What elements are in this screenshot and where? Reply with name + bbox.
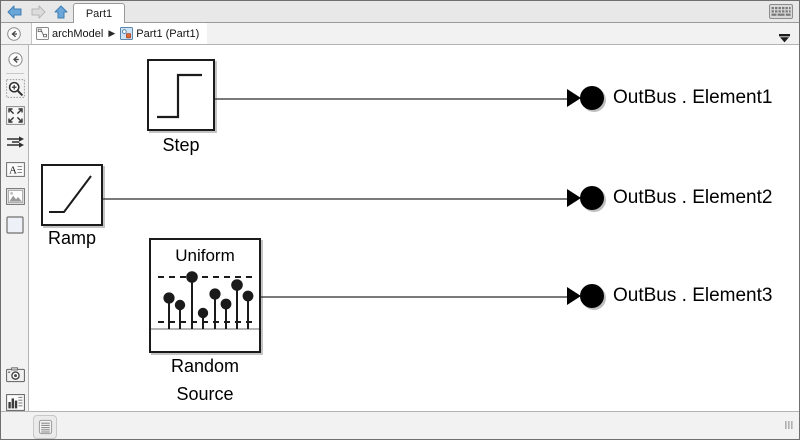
port-bus-dot-icon (580, 86, 604, 110)
back-arrow-icon[interactable] (5, 2, 25, 21)
port-outbus-element2[interactable]: OutBus . Element2 (567, 186, 772, 210)
chevron-down-icon[interactable] (778, 30, 791, 48)
breadcrumb-item-archmodel-icon (36, 27, 49, 40)
port-bus-dot-icon (580, 186, 604, 210)
breadcrumb: archModel ▶ Part1 (Part1) (31, 23, 208, 44)
port-arrow-icon (567, 89, 581, 107)
block-ramp-body (41, 164, 103, 226)
status-bar (1, 411, 799, 439)
forward-arrow-icon[interactable] (28, 2, 48, 21)
breadcrumb-item-archmodel[interactable]: archModel (52, 27, 104, 40)
palette-divider (6, 73, 24, 74)
block-random-source-label-line2: Source (176, 384, 234, 404)
area-icon[interactable] (5, 215, 25, 235)
model-canvas[interactable]: Step Ramp Uniform (30, 45, 799, 410)
breadcrumb-item-part1-icon (120, 27, 134, 40)
editor-tab-part1[interactable]: Part1 (73, 3, 125, 23)
block-step-body (147, 59, 215, 131)
random-stem-plot-icon (151, 271, 259, 330)
resize-grip-icon[interactable] (783, 418, 795, 436)
signal-lines-icon[interactable] (5, 132, 25, 152)
wire-random-to-out3[interactable] (261, 296, 567, 298)
port-label-element3: OutBus . Element3 (613, 285, 773, 306)
zoom-icon[interactable] (5, 78, 25, 98)
model-browser-icon[interactable] (33, 415, 57, 439)
port-bus-dot-icon (580, 284, 604, 308)
port-label-element2: OutBus . Element2 (613, 187, 773, 208)
navigation-bar: Part1 (1, 1, 799, 23)
block-random-source-label-line1: Random (170, 356, 240, 376)
port-arrow-icon (567, 189, 581, 207)
up-arrow-icon[interactable] (51, 2, 71, 21)
breadcrumb-bar: archModel ▶ Part1 (Part1) (1, 23, 799, 45)
port-label-element1: OutBus . Element1 (613, 87, 773, 108)
wire-step-to-out1[interactable] (215, 98, 567, 100)
navigate-up-icon[interactable] (5, 49, 25, 69)
nav-arrow-group (5, 2, 71, 21)
keyboard-icon[interactable] (769, 4, 793, 24)
fit-to-view-icon[interactable] (5, 105, 25, 125)
tool-palette: A (1, 45, 29, 439)
ramp-waveform-icon (49, 175, 92, 213)
camera-icon[interactable] (5, 365, 25, 385)
annotation-text-icon[interactable]: A (5, 159, 25, 179)
image-annotation-icon[interactable] (5, 186, 25, 206)
wire-ramp-to-out2[interactable] (103, 198, 567, 200)
step-waveform-icon (157, 73, 202, 119)
breadcrumb-separator: ▶ (108, 28, 116, 38)
navigate-back-icon[interactable] (6, 26, 22, 47)
report-icon[interactable] (5, 392, 25, 412)
breadcrumb-item-part1[interactable]: Part1 (Part1) (136, 27, 200, 40)
port-outbus-element3[interactable]: OutBus . Element3 (567, 284, 772, 308)
block-step[interactable]: Step (147, 59, 215, 155)
port-outbus-element1[interactable]: OutBus . Element1 (567, 86, 772, 110)
block-ramp[interactable]: Ramp (41, 164, 103, 248)
random-source-distribution-label: Uniform (175, 246, 235, 265)
block-random-source[interactable]: Uniform Random (149, 238, 261, 404)
block-ramp-label: Ramp (47, 228, 97, 248)
block-step-label: Step (162, 135, 200, 155)
port-arrow-icon (567, 287, 581, 305)
editor-tab-label: Part1 (85, 7, 113, 20)
svg-text:A: A (9, 164, 17, 176)
